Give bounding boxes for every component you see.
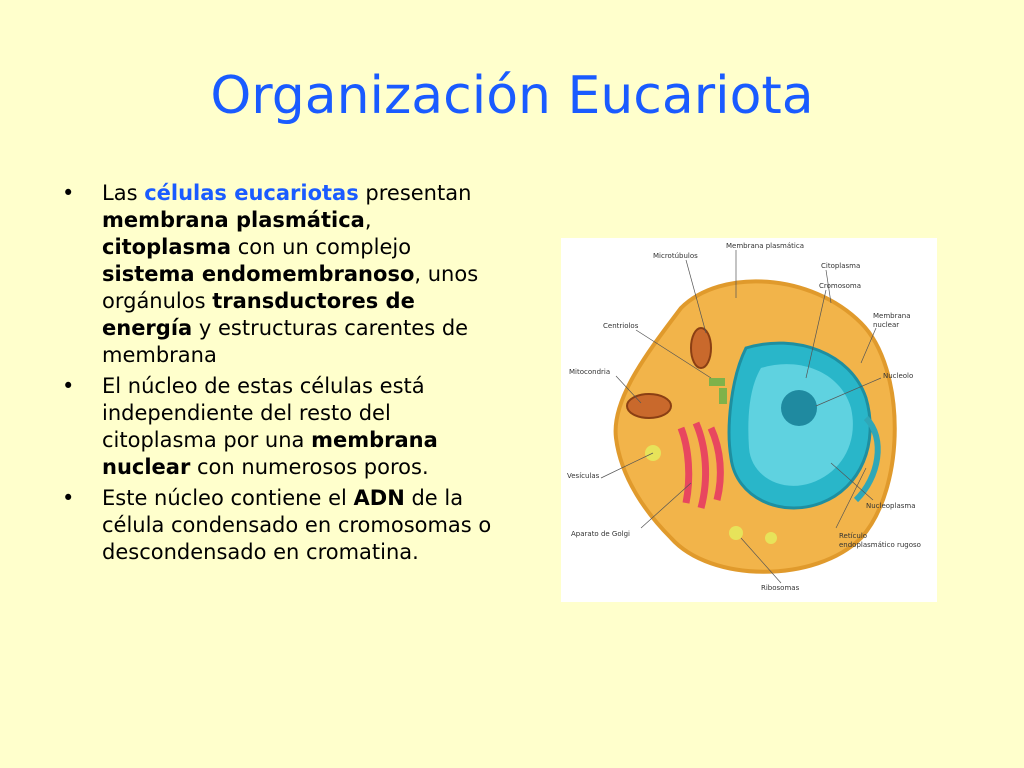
label-nucleolo: Nucleolo bbox=[883, 372, 913, 380]
bold-term: transductores de energía bbox=[102, 289, 415, 340]
label-citoplasma: Citoplasma bbox=[821, 262, 860, 270]
label-nucleoplasma: Nucleoplasma bbox=[866, 502, 916, 510]
mitochondrion bbox=[690, 327, 712, 369]
vesicle bbox=[729, 526, 743, 540]
text-run: , bbox=[364, 208, 372, 232]
bullet-dot: • bbox=[62, 486, 75, 510]
text-run: Las bbox=[102, 181, 145, 205]
bullet-item: • Las células eucariotas presentan membr… bbox=[60, 180, 500, 369]
text-run: de la célula condensado en cromosomas o … bbox=[102, 486, 492, 564]
bold-term: membrana nuclear bbox=[102, 428, 438, 479]
label-vesiculas: Vesículas bbox=[567, 472, 600, 480]
text-run: y estructuras carentes de membrana bbox=[102, 316, 469, 367]
label-mitocondria: Mitocondria bbox=[569, 368, 610, 376]
mitochondrion bbox=[626, 393, 672, 419]
bullet-dot: • bbox=[62, 374, 75, 398]
text-run: presentan bbox=[358, 181, 472, 205]
label-reticulo: Retículo bbox=[839, 532, 867, 540]
bullet-item: • El núcleo de estas células está indepe… bbox=[60, 373, 500, 481]
golgi-apparatus bbox=[707, 426, 724, 501]
slide-title: Organización Eucariota bbox=[210, 66, 814, 126]
bold-term: sistema endomembranoso bbox=[102, 262, 415, 286]
centriole bbox=[709, 378, 725, 386]
bold-term: membrana plasmática bbox=[102, 208, 365, 232]
label-membrana-nuclear: Membrana bbox=[873, 312, 911, 320]
text-run: El núcleo de estas células está independ… bbox=[102, 374, 425, 452]
label-ribosomas: Ribosomas bbox=[761, 584, 800, 592]
label-centriolos: Centriolos bbox=[603, 322, 639, 330]
centriole bbox=[719, 388, 727, 404]
text-run: , unos orgánulos bbox=[102, 262, 479, 313]
bold-term: ADN bbox=[353, 486, 405, 510]
golgi-apparatus bbox=[692, 421, 710, 509]
text-run: con numerosos poros. bbox=[190, 455, 429, 479]
highlight-term: células eucariotas bbox=[144, 181, 359, 205]
label-microtubulos: Microtúbulos bbox=[653, 252, 698, 260]
label-membrana-plasmatica: Membrana plasmática bbox=[726, 242, 804, 250]
vesicle bbox=[765, 532, 777, 544]
label-reticulo-2: endoplasmático rugoso bbox=[839, 541, 921, 549]
text-run: Este núcleo contiene el bbox=[102, 486, 354, 510]
bold-term: citoplasma bbox=[102, 235, 232, 259]
bullet-list: • Las células eucariotas presentan membr… bbox=[60, 180, 500, 570]
nucleolus bbox=[781, 390, 817, 426]
text-run: con un complejo bbox=[231, 235, 412, 259]
label-cromosoma: Cromosoma bbox=[819, 282, 861, 290]
bullet-dot: • bbox=[62, 181, 75, 205]
cell-illustration: Microtúbulos Membrana plasmática Citopla… bbox=[567, 242, 921, 592]
rough-er bbox=[853, 415, 881, 503]
golgi-apparatus bbox=[677, 426, 693, 504]
eukaryotic-cell-diagram: Microtúbulos Membrana plasmática Citopla… bbox=[561, 238, 937, 602]
bullet-item: • Este núcleo contiene el ADN de la célu… bbox=[60, 485, 500, 566]
label-membrana-nuclear-2: nuclear bbox=[873, 321, 899, 329]
label-aparato-golgi: Aparato de Golgi bbox=[571, 530, 630, 538]
